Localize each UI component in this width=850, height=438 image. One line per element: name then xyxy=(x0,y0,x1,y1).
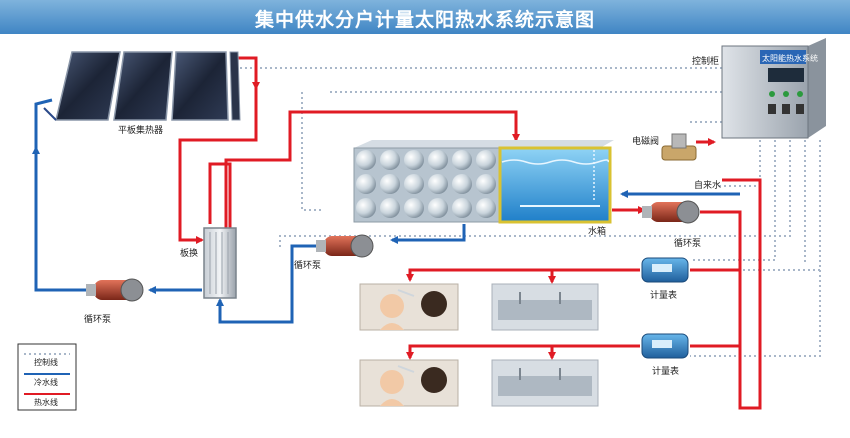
solenoid-valve: 电磁阀 xyxy=(632,133,697,161)
cold-line-collector-up xyxy=(34,98,53,148)
pump-tank-label: 循环泵 xyxy=(674,237,701,249)
hot-line-collector-out xyxy=(238,56,260,90)
pump-mid-label: 循环泵 xyxy=(294,259,321,271)
collector-panel-3 xyxy=(171,51,229,121)
circulation-pump-mid: 循环泵 xyxy=(294,234,374,271)
page-title: 集中供水分户计量太阳热水系统示意图 xyxy=(254,9,595,31)
legend-label-control: 控制线 xyxy=(34,357,58,367)
flat-plate-collector: 平板集热器 xyxy=(43,51,241,136)
water-tank: 水箱 xyxy=(353,140,614,237)
hot-line-hx-up xyxy=(224,110,520,232)
cabinet-side xyxy=(808,38,826,138)
control-line-left-loop xyxy=(301,92,322,211)
collector-panel-2 xyxy=(113,51,173,121)
tap-water-label: 自来水 xyxy=(694,179,721,191)
kitchen-scene-upper xyxy=(491,283,599,331)
title-banner xyxy=(0,0,850,34)
cabinet-plate-label: 太阳能热水系统 xyxy=(762,53,818,63)
water-meter-lower: 计量表 xyxy=(641,333,689,377)
cold-line-tank-out xyxy=(390,224,466,244)
tank-water-surface xyxy=(501,159,610,165)
circulation-pump-left: 循环泵 xyxy=(84,278,144,325)
cabinet-indicator-1 xyxy=(769,91,775,97)
cold-water-lines xyxy=(32,98,740,324)
cabinet-switch-2 xyxy=(782,104,790,114)
hot-line-hx-to-tank xyxy=(208,162,232,240)
collector-panel-1 xyxy=(55,51,121,121)
meter-upper-label: 计量表 xyxy=(650,289,677,301)
legend-label-cold: 冷水线 xyxy=(34,377,58,387)
kitchen-scene-lower xyxy=(491,359,599,407)
control-line-b xyxy=(690,140,776,261)
legend-label-hot: 热水线 xyxy=(34,397,58,407)
cabinet-display xyxy=(768,68,804,82)
cabinet-indicator-2 xyxy=(783,91,789,97)
cabinet-switch-3 xyxy=(796,104,804,114)
hot-line-return-upper xyxy=(406,268,640,282)
bathroom-scene-lower xyxy=(359,359,459,407)
solenoid-valve-label: 电磁阀 xyxy=(632,135,659,147)
control-cabinet-label: 控制柜 xyxy=(692,55,719,67)
cold-line-pump-to-hx xyxy=(216,244,318,324)
control-line-e xyxy=(690,140,821,271)
collector-label: 平板集热器 xyxy=(118,124,163,136)
control-cabinet: 太阳能热水系统 控制柜 xyxy=(692,38,826,139)
hot-water-lines xyxy=(178,56,762,410)
hot-line-return-riser xyxy=(722,178,762,410)
water-meter-upper: 计量表 xyxy=(641,257,689,301)
circulation-pump-tank: 循环泵 xyxy=(642,200,701,249)
hot-line-return-lower xyxy=(406,344,640,360)
tank-label: 水箱 xyxy=(588,225,606,237)
control-line-f xyxy=(690,270,821,357)
tank-body xyxy=(353,147,501,223)
plate-heat-exchanger: 板换 xyxy=(180,227,237,299)
cold-line-pump-left xyxy=(34,270,88,292)
collector-panel-4 xyxy=(229,51,241,121)
control-line-c xyxy=(279,140,791,250)
legend: 控制线 冷水线 热水线 xyxy=(17,343,77,411)
cabinet-switch-1 xyxy=(768,104,776,114)
tank-top xyxy=(354,140,614,148)
bathroom-scene-upper xyxy=(359,283,459,331)
cabinet-plate xyxy=(760,50,806,64)
collector-stand xyxy=(43,107,57,121)
pump-left-label: 循环泵 xyxy=(84,313,111,325)
meter-lower-label: 计量表 xyxy=(652,365,679,377)
exchanger-label: 板换 xyxy=(180,247,198,259)
hot-line-pump-out xyxy=(700,210,742,400)
legend-box xyxy=(17,343,77,411)
cabinet-indicator-3 xyxy=(797,91,803,97)
hot-line-to-hx xyxy=(178,88,258,244)
